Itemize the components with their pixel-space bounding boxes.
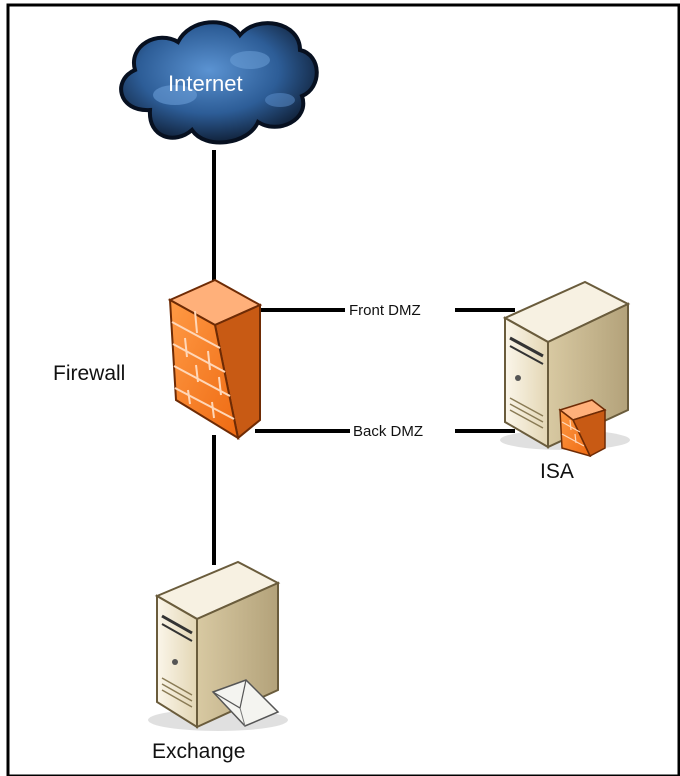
firewall-label: Firewall: [53, 362, 125, 385]
exchange-label: Exchange: [152, 740, 245, 763]
diagram-frame: [6, 3, 680, 776]
cloud-icon: [119, 20, 319, 145]
server-tower-with-firewall-icon: [500, 280, 631, 458]
back-dmz-label: Back DMZ: [353, 423, 423, 440]
brick-firewall-icon: [167, 278, 263, 441]
isa-label: ISA: [540, 460, 574, 483]
internet-label: Internet: [168, 71, 243, 96]
server-tower-with-envelope-icon: [148, 560, 288, 731]
front-dmz-label: Front DMZ: [349, 302, 421, 319]
